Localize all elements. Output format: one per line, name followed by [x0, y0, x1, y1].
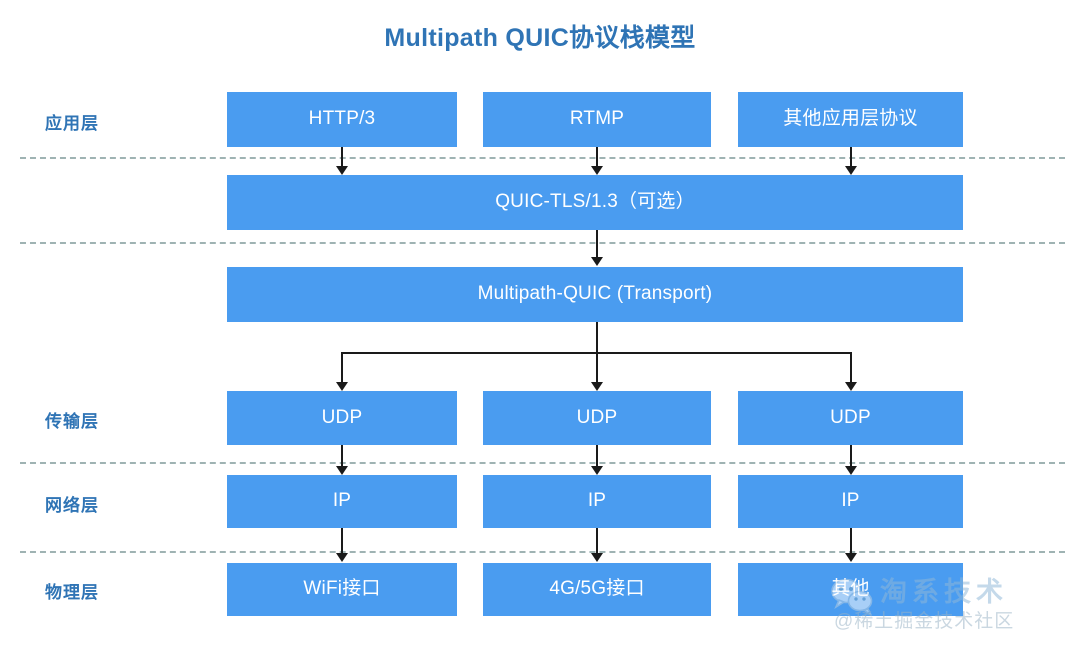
- connector-bus-to-udp-right: [850, 352, 852, 384]
- connector-ipmid-to-cellular: [596, 528, 598, 554]
- separator-network-physical: [20, 551, 1065, 553]
- connector-ipleft-to-wifi: [341, 528, 343, 554]
- arrowhead-ipright-to-other: [845, 553, 857, 562]
- connector-udpleft-to-ipleft: [341, 445, 343, 467]
- arrowhead-ipleft-to-wifi: [336, 553, 348, 562]
- separator-application-security: [20, 157, 1065, 159]
- node-cellular-interface[interactable]: 4G/5G接口: [483, 563, 711, 616]
- connector-udpright-to-ipright: [850, 445, 852, 467]
- node-quic-tls[interactable]: QUIC-TLS/1.3（可选）: [227, 175, 963, 230]
- node-other-interface[interactable]: 其他: [738, 563, 963, 616]
- node-udp-left[interactable]: UDP: [227, 391, 457, 445]
- node-udp-mid[interactable]: UDP: [483, 391, 711, 445]
- arrowhead-udpmid-to-ipmid: [591, 466, 603, 475]
- arrowhead-bus-to-udp-right: [845, 382, 857, 391]
- connector-http3-to-quictls: [341, 147, 343, 168]
- arrowhead-udpleft-to-ipleft: [336, 466, 348, 475]
- arrowhead-rtmp-to-quictls: [591, 166, 603, 175]
- node-wifi-interface[interactable]: WiFi接口: [227, 563, 457, 616]
- connector-rtmp-to-quictls: [596, 147, 598, 168]
- connector-otherapp-to-quictls: [850, 147, 852, 168]
- connector-ipright-to-other: [850, 528, 852, 554]
- node-ip-mid[interactable]: IP: [483, 475, 711, 528]
- node-ip-left[interactable]: IP: [227, 475, 457, 528]
- layer-label-network: 网络层: [45, 496, 99, 515]
- node-other-app-protocols[interactable]: 其他应用层协议: [738, 92, 963, 147]
- node-udp-right[interactable]: UDP: [738, 391, 963, 445]
- connector-bus-to-udp-mid: [596, 352, 598, 384]
- separator-transport-network: [20, 462, 1065, 464]
- arrowhead-bus-to-udp-left: [336, 382, 348, 391]
- node-ip-right[interactable]: IP: [738, 475, 963, 528]
- arrowhead-udpright-to-ipright: [845, 466, 857, 475]
- arrowhead-otherapp-to-quictls: [845, 166, 857, 175]
- connector-quictls-to-multipath: [596, 230, 598, 258]
- connector-bus-to-udp-left: [341, 352, 343, 384]
- connector-multipath-stem: [596, 322, 598, 353]
- separator-security-transport: [20, 242, 1065, 244]
- connector-udpmid-to-ipmid: [596, 445, 598, 467]
- node-multipath-quic[interactable]: Multipath-QUIC (Transport): [227, 267, 963, 322]
- arrowhead-http3-to-quictls: [336, 166, 348, 175]
- arrowhead-bus-to-udp-mid: [591, 382, 603, 391]
- arrowhead-ipmid-to-cellular: [591, 553, 603, 562]
- page-title: Multipath QUIC协议栈模型: [384, 24, 696, 52]
- layer-label-transport: 传输层: [45, 412, 99, 431]
- layer-label-application: 应用层: [45, 114, 99, 133]
- node-http3[interactable]: HTTP/3: [227, 92, 457, 147]
- node-rtmp[interactable]: RTMP: [483, 92, 711, 147]
- layer-label-physical: 物理层: [45, 583, 99, 602]
- arrowhead-quictls-to-multipath: [591, 257, 603, 266]
